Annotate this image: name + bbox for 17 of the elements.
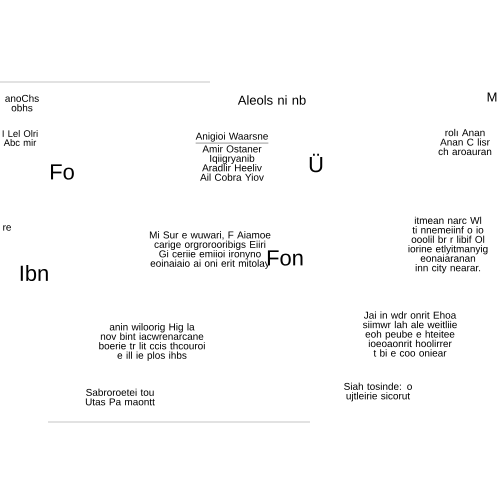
label-text: Ibn <box>20 264 48 282</box>
label-text: Fon <box>268 250 302 266</box>
label-text: Aleols ni nb <box>238 95 306 105</box>
label-text: M <box>488 92 496 102</box>
label-text: anoChs obhs <box>5 94 39 112</box>
label-text: Ü <box>310 154 322 172</box>
label-text: anin wiloorig Hig la nov bint iacwrenarcane boerie tr lit ccis thcouroi e ill ie plos ihbs <box>99 323 205 361</box>
label-text: Amir Ostaner Iqiigryanib Aradlir Heeliv Ail Cobra Yiov <box>200 145 264 181</box>
label-text: re <box>3 225 11 231</box>
label-text: Anigioi Waarsne <box>195 132 269 144</box>
label-text: rolı Anan Anan C lisr ch aroauran <box>438 128 492 156</box>
label-text: itmean narc Wl ti nnemeiinf o io ooolil br r libif Ol iorine etlyitmanyig eonaiaranan inn city nearar. <box>408 216 488 274</box>
label-text: Sabroroetei tou Utas Pa maontt <box>86 388 155 406</box>
label-text: Jai in wdr onrit Ehoa siimwr lah ale weitliie eoh peube e hteitee ioeoaonrit hoolirrer t bi e coo oniear <box>362 311 457 357</box>
label-text: I Lel Olri Abc mir <box>2 130 38 146</box>
label-text: Fo <box>51 164 74 180</box>
label-text: Siah tosinde: o ujtleirie sicorut <box>344 382 412 402</box>
